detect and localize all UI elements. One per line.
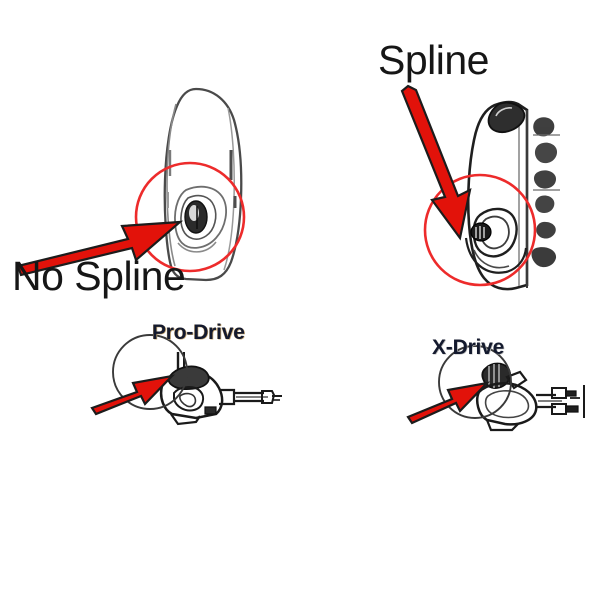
label-pro-drive: Pro-Drive <box>152 321 245 344</box>
spline-arrow <box>400 84 472 241</box>
x-drive-arrow <box>406 381 491 425</box>
pro-drive-arrow <box>90 374 176 416</box>
pro-drive-highlight-circle <box>112 334 188 410</box>
label-x-drive: X-Drive <box>432 336 505 359</box>
no-spline-housing <box>163 87 243 282</box>
right-highlight-circle <box>423 173 537 287</box>
left-highlight-circle <box>134 161 246 273</box>
label-spline: Spline <box>378 37 489 83</box>
no-spline-arrow <box>16 220 184 277</box>
label-no-spline: No Spline <box>12 253 186 299</box>
x-drive-highlight-circle <box>438 345 512 419</box>
pro-drive-assembly <box>159 352 282 426</box>
